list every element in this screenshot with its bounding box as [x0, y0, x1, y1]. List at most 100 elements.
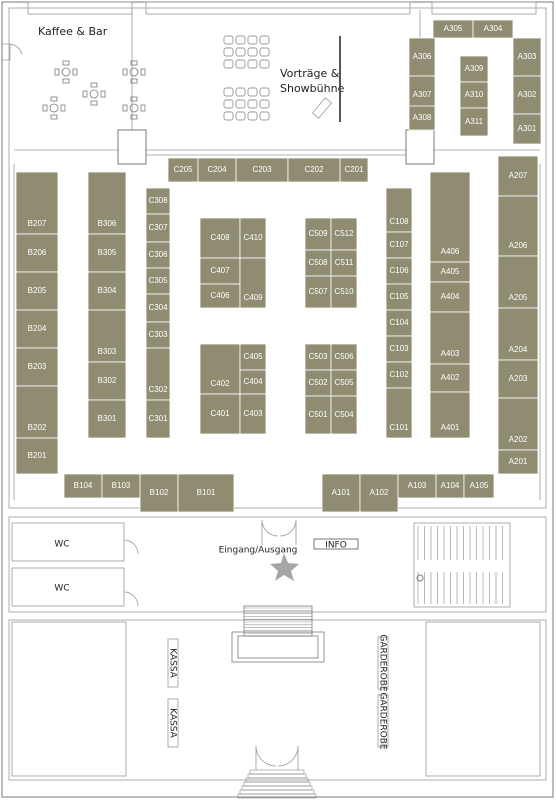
- booth-c105[interactable]: [385, 283, 413, 311]
- booth-c108[interactable]: [385, 187, 413, 233]
- booth-c307[interactable]: [145, 213, 171, 243]
- booth-a401[interactable]: [429, 391, 471, 439]
- booth-b205[interactable]: [15, 271, 59, 311]
- cafe-table-icon: [122, 60, 146, 84]
- booth-c509[interactable]: [304, 217, 332, 251]
- booth-c405[interactable]: [239, 343, 267, 371]
- booth-b103[interactable]: [101, 473, 141, 499]
- booth-b202[interactable]: [15, 385, 59, 439]
- booth-b302[interactable]: [87, 361, 127, 401]
- stage-seat-icon: [223, 59, 234, 69]
- booth-c512[interactable]: [330, 217, 358, 251]
- booth-label-c308: C308: [148, 196, 168, 205]
- booth-b104[interactable]: [63, 473, 103, 499]
- booth-c306[interactable]: [145, 241, 171, 269]
- kassa-desk-2: [167, 698, 179, 748]
- stage-seat-icon: [223, 87, 234, 97]
- booth-a402[interactable]: [429, 363, 471, 393]
- booth-a104[interactable]: [435, 473, 465, 499]
- booth-a309[interactable]: [459, 55, 489, 83]
- stage-seat-icon: [259, 47, 270, 57]
- booth-c506[interactable]: [330, 343, 358, 371]
- booth-b201[interactable]: [15, 437, 59, 475]
- stage-seat-icon: [259, 99, 270, 109]
- booth-b204[interactable]: [15, 309, 59, 349]
- booth-c507[interactable]: [304, 275, 332, 309]
- booth-a303[interactable]: [512, 37, 542, 77]
- booth-label-c103: C103: [389, 344, 409, 353]
- cafe-table-icon: [42, 96, 66, 120]
- booth-label-b205: B205: [28, 286, 47, 295]
- booth-a310[interactable]: [459, 81, 489, 109]
- booth-a311[interactable]: [459, 107, 489, 137]
- booth-label-b101: B101: [197, 488, 216, 497]
- booth-b101[interactable]: [177, 473, 235, 513]
- booth-a404[interactable]: [429, 281, 471, 313]
- booth-a101[interactable]: [321, 473, 361, 513]
- booth-label-c410: C410: [243, 233, 263, 242]
- booth-c204[interactable]: [197, 157, 237, 183]
- booth-c202[interactable]: [287, 157, 341, 183]
- booth-c403[interactable]: [239, 393, 267, 435]
- booth-label-a406: A406: [441, 247, 460, 256]
- booth-label-c510: C510: [334, 287, 354, 296]
- booth-c305[interactable]: [145, 267, 171, 295]
- booth-a204[interactable]: [497, 307, 539, 361]
- booth-a302[interactable]: [512, 75, 542, 115]
- booth-c104[interactable]: [385, 309, 413, 337]
- booth-label-c307: C307: [148, 223, 168, 232]
- booth-c511[interactable]: [330, 249, 358, 277]
- booth-a201[interactable]: [497, 449, 539, 475]
- booth-c201[interactable]: [339, 157, 369, 183]
- booth-c101[interactable]: [385, 387, 413, 439]
- booth-label-b103: B103: [112, 481, 131, 490]
- booth-c504[interactable]: [330, 395, 358, 435]
- stage-seat-icon: [223, 35, 234, 45]
- booth-c205[interactable]: [167, 157, 199, 183]
- booth-b206[interactable]: [15, 233, 59, 273]
- booth-c203[interactable]: [235, 157, 289, 183]
- booth-label-a206: A206: [509, 241, 528, 250]
- booth-a102[interactable]: [359, 473, 399, 513]
- booth-c510[interactable]: [330, 275, 358, 309]
- booth-b305[interactable]: [87, 233, 127, 273]
- staircase-steps: [416, 526, 503, 604]
- booth-c501[interactable]: [304, 395, 332, 435]
- booth-a306[interactable]: [408, 37, 436, 77]
- booth-a304[interactable]: [472, 19, 514, 39]
- booth-c106[interactable]: [385, 257, 413, 285]
- entrance-step: [249, 769, 305, 775]
- booth-a103[interactable]: [397, 473, 437, 499]
- booth-c410[interactable]: [239, 217, 267, 259]
- booth-a406[interactable]: [429, 171, 471, 263]
- lower-room-right: [425, 621, 541, 777]
- entrance-step: [243, 781, 311, 787]
- booth-a202[interactable]: [497, 397, 539, 451]
- booth-b303[interactable]: [87, 309, 127, 363]
- booth-label-c107: C107: [389, 240, 409, 249]
- booth-a308[interactable]: [408, 105, 436, 131]
- booth-a206[interactable]: [497, 195, 539, 257]
- top-alcove-right: [431, 1, 537, 15]
- booth-label-c408: C408: [210, 233, 230, 242]
- booth-b304[interactable]: [87, 271, 127, 311]
- booth-c304[interactable]: [145, 293, 171, 323]
- booth-a301[interactable]: [512, 113, 542, 145]
- booth-b301[interactable]: [87, 399, 127, 439]
- booth-label-c511: C511: [335, 258, 354, 267]
- booth-label-c203: C203: [252, 165, 272, 174]
- booth-label-a103: A103: [408, 481, 427, 490]
- booth-label-a303: A303: [518, 52, 537, 61]
- booth-c303[interactable]: [145, 321, 171, 349]
- booth-c301[interactable]: [145, 399, 171, 439]
- booth-label-a309: A309: [465, 64, 484, 73]
- booth-b306[interactable]: [87, 171, 127, 235]
- booth-a403[interactable]: [429, 311, 471, 365]
- booth-a205[interactable]: [497, 255, 539, 309]
- booth-a105[interactable]: [463, 473, 495, 499]
- booth-c103[interactable]: [385, 335, 413, 363]
- booth-label-b207: B207: [28, 219, 47, 228]
- booth-c302[interactable]: [145, 347, 171, 401]
- booth-c409[interactable]: [239, 257, 267, 309]
